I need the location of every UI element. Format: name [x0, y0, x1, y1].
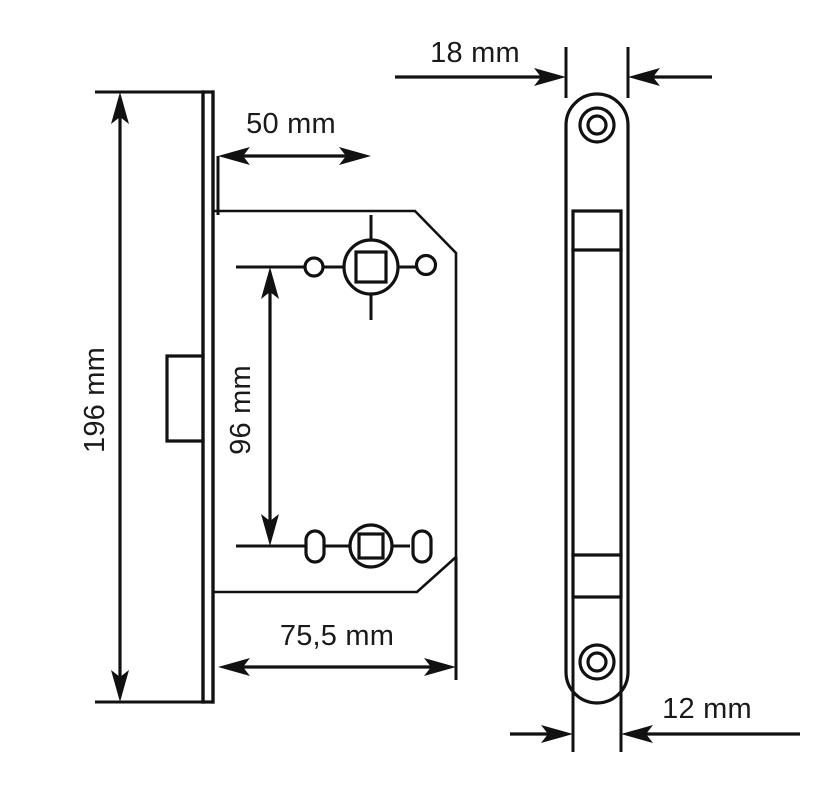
- lock-case-body-side: [571, 209, 623, 599]
- dimension-75-5mm-label: 75,5 mm: [280, 620, 394, 652]
- faceplate-side-outline: [564, 92, 630, 705]
- side-view: 18 mm 12 mm: [395, 37, 800, 752]
- dimension-50mm: 50 mm: [216, 108, 371, 215]
- dimension-18mm: 18 mm: [395, 37, 712, 98]
- front-view: 196 mm 50 mm 96 mm 75,5 mm: [79, 90, 458, 704]
- dimension-18mm-label: 18 mm: [430, 37, 520, 69]
- dimension-96mm: 96 mm: [225, 267, 279, 546]
- dimension-96mm-label: 96 mm: [225, 365, 257, 455]
- dimension-196mm: 196 mm: [79, 90, 208, 704]
- square-spindle-hole-upper: [354, 250, 388, 284]
- latch-bolt: [165, 354, 205, 443]
- oval-slot-hole-lower-right: [411, 529, 433, 564]
- lock-case-body-front: [211, 209, 458, 594]
- dimension-75-5mm: 75,5 mm: [218, 557, 458, 680]
- dimension-12mm-label: 12 mm: [662, 693, 752, 725]
- dimension-50mm-label: 50 mm: [246, 108, 336, 140]
- faceplate-screw-hole-top: [578, 106, 616, 144]
- round-fixing-hole-upper-left: [303, 256, 325, 278]
- round-fixing-hole-upper-right: [414, 253, 438, 277]
- dimension-196mm-label: 196 mm: [79, 347, 111, 453]
- faceplate-screw-hole-bottom: [578, 643, 616, 681]
- dimension-12mm: 12 mm: [510, 597, 800, 752]
- square-spindle-hole-lower: [357, 532, 385, 560]
- oval-slot-hole-lower-left: [304, 529, 326, 564]
